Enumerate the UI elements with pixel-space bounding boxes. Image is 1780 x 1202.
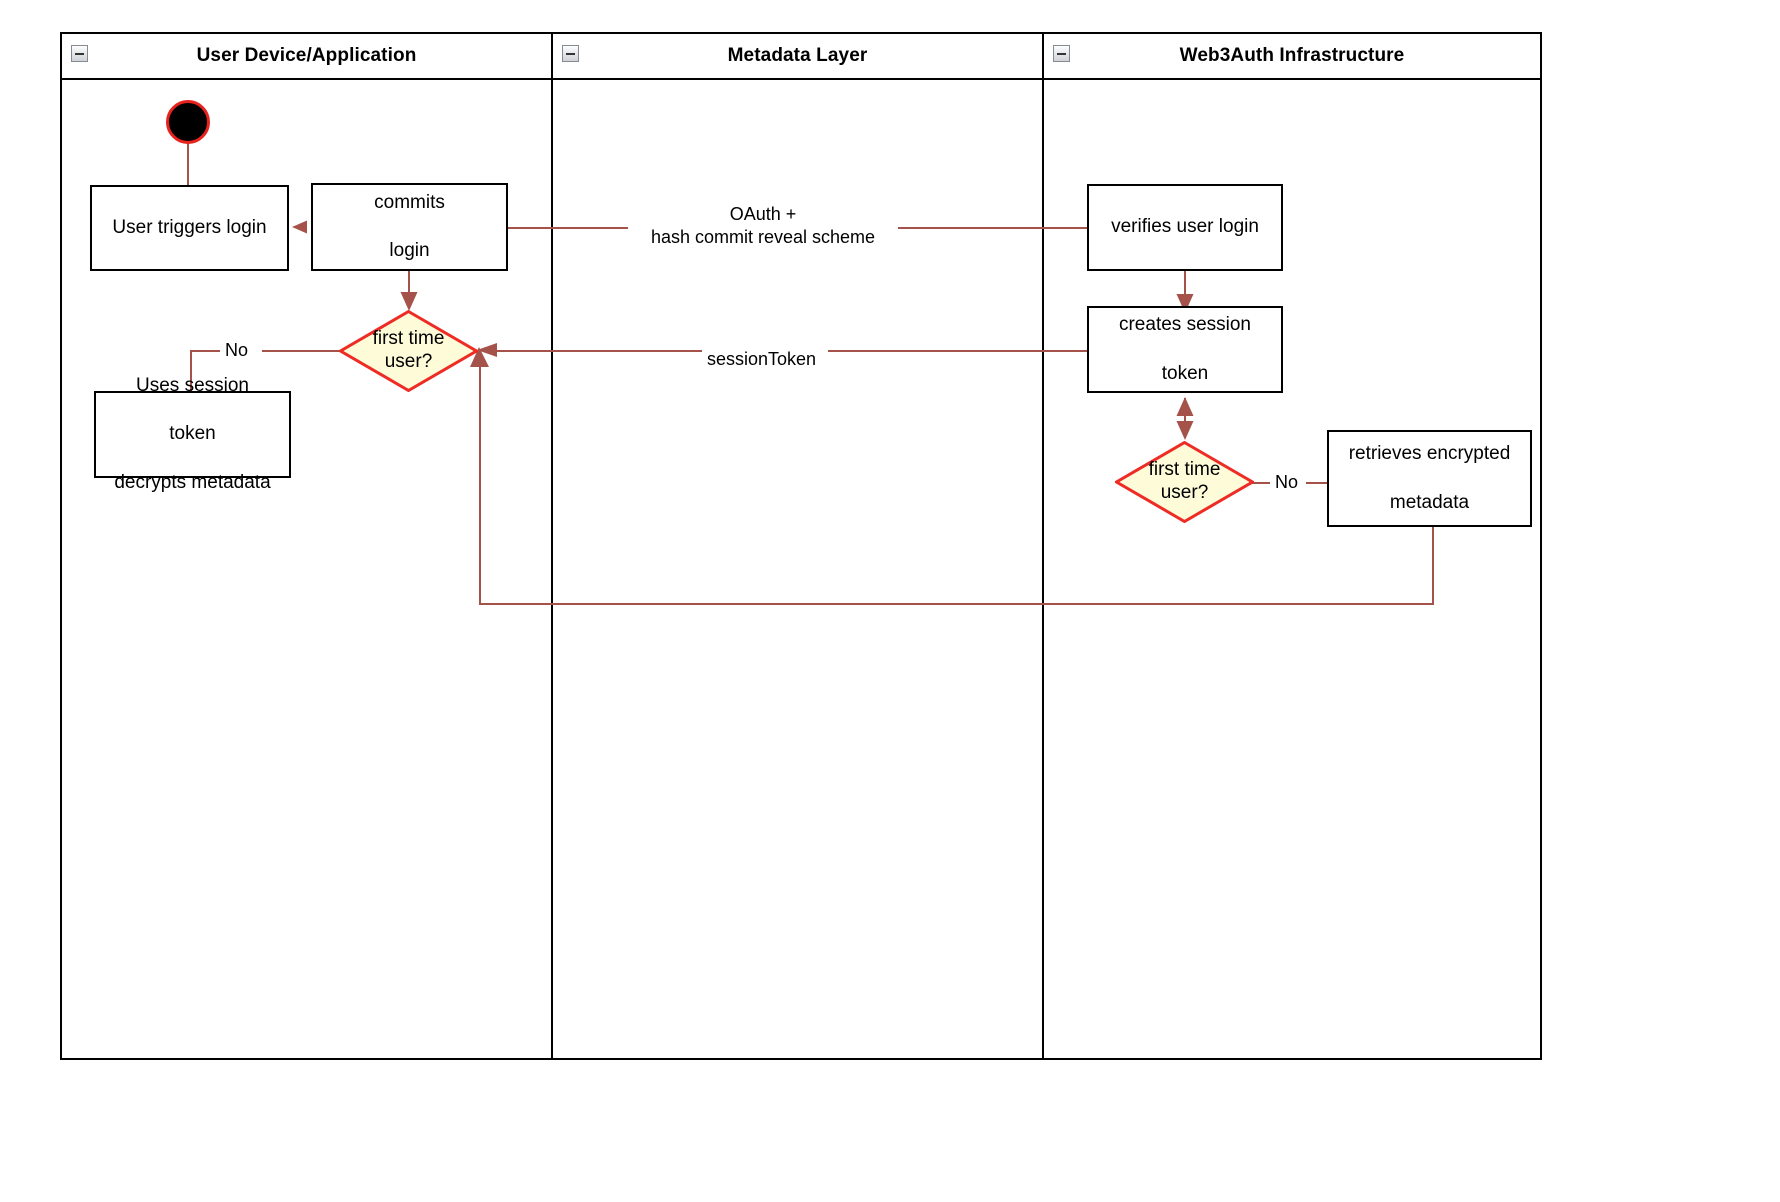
edge-label-no-web3auth: No (1270, 471, 1304, 495)
edge-label-sessiontoken: sessionToken (702, 348, 822, 372)
minus-icon[interactable] (562, 45, 579, 62)
swimlane-metadata-layer: Metadata Layer (553, 34, 1044, 1058)
swimlane-user-device: User Device/Application (62, 34, 553, 1058)
edge-label-oauth-line1: OAuth + (729, 204, 797, 224)
edge-verifies-to-creates (1184, 270, 1186, 298)
swimlane-header-metadata-layer: Metadata Layer (553, 34, 1042, 80)
swimlane-title-web3auth: Web3Auth Infrastructure (1179, 45, 1405, 66)
activity-uses-session-token-label: Uses session token decrypts metadata (114, 374, 271, 493)
edge-commits-to-verifies-right (880, 227, 1088, 229)
decision-diamond-shape (339, 310, 478, 392)
swimlane-header-web3auth: Web3Auth Infrastructure (1044, 34, 1540, 80)
edge-sessiontoken-left (492, 350, 704, 352)
edge-start-to-trigger (187, 142, 189, 187)
edge-decision-no-vertical (190, 350, 192, 391)
edge-sessiontoken-right (828, 350, 1088, 352)
decision-first-time-user-device[interactable]: first time user? (339, 310, 478, 392)
swimlane-web3auth: Web3Auth Infrastructure (1044, 34, 1540, 1058)
minus-icon[interactable] (1053, 45, 1070, 62)
activity-retrieves-encrypted-metadata[interactable]: retrieves encrypted metadata (1327, 430, 1532, 527)
swimlane-title-metadata-layer: Metadata Layer (727, 45, 868, 66)
edge-label-oauth-line2: hash commit reveal scheme (650, 227, 876, 248)
edge-creates-to-decision (1184, 398, 1186, 436)
edge-commits-to-verifies-left (508, 227, 638, 229)
activity-uses-session-token[interactable]: Uses session token decrypts metadata (94, 375, 291, 493)
activity-retrieves-encrypted-metadata-label: retrieves encrypted metadata (1348, 443, 1511, 513)
edge-commits-to-decision (408, 270, 410, 296)
edge-decision-no-horizontal-a (190, 350, 220, 352)
swimlane-header-user-device: User Device/Application (62, 34, 551, 80)
activity-creates-session-token-label: creates session token (1118, 314, 1251, 384)
activity-user-triggers-login-label: User triggers login (112, 216, 267, 238)
activity-verifies-user-login[interactable]: verifies user login (1087, 184, 1283, 271)
edge-retrieves-down (1432, 527, 1434, 604)
edge-retrieves-up (479, 362, 481, 604)
activity-creates-session-token[interactable]: creates session token (1087, 306, 1283, 393)
edge-retrieves-left (479, 603, 1434, 605)
activity-commits-login-label: commits login (374, 191, 445, 262)
edge-web3auth-no-b (1306, 482, 1327, 484)
activity-user-triggers-login[interactable]: User triggers login (90, 185, 289, 271)
swimlane-title-user-device: User Device/Application (196, 45, 417, 66)
edge-label-oauth-hash-commit: OAuth + hash commit reveal scheme (628, 203, 898, 250)
activity-commits-login[interactable]: commits login (311, 183, 508, 271)
edge-label-no-user-device: No (220, 339, 254, 363)
edge-decision-no-horizontal-b (262, 350, 340, 352)
activity-verifies-user-login-label: verifies user login (1111, 216, 1259, 238)
edge-web3auth-no-a (1247, 482, 1272, 484)
decision-first-time-user-web3auth[interactable]: first time user? (1115, 441, 1254, 523)
start-node[interactable] (166, 100, 210, 144)
decision-diamond-shape (1115, 441, 1254, 523)
minus-icon[interactable] (71, 45, 88, 62)
